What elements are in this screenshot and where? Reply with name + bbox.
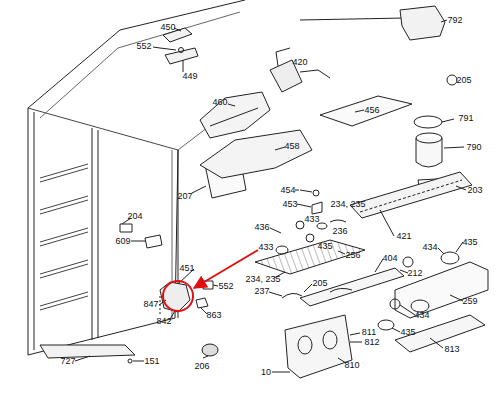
callout-number: 812 (363, 337, 380, 347)
callout-number: 203 (466, 185, 483, 195)
callout-number: 10 (260, 367, 272, 377)
callout-number: 792 (446, 15, 463, 25)
callout-number: 234, 235 (329, 199, 366, 209)
callout-number: 207 (176, 191, 193, 201)
callout-number: 451 (178, 263, 195, 273)
callout-number: 456 (363, 105, 380, 115)
callout-number: 237 (253, 286, 270, 296)
callout-number: 436 (253, 222, 270, 232)
callout-number: 236 (331, 226, 348, 236)
callout-number: 552 (217, 281, 234, 291)
callout-number: 790 (465, 142, 482, 152)
callout-number: 450 (159, 22, 176, 32)
callout-number: 454 (279, 185, 296, 195)
callout-number: 810 (343, 360, 360, 370)
callout-number: 863 (205, 310, 222, 320)
callout-number: 435 (399, 327, 416, 337)
callout-number: 404 (381, 253, 398, 263)
callout-number: 552 (135, 41, 152, 51)
callout-number: 791 (457, 113, 474, 123)
callout-number: 205 (455, 75, 472, 85)
callout-number: 813 (443, 344, 460, 354)
callout-number: 435 (461, 237, 478, 247)
callout-number: 434 (413, 310, 430, 320)
callout-number: 449 (181, 71, 198, 81)
callout-number: 842 (155, 316, 172, 326)
callout-number: 259 (461, 296, 478, 306)
callout-number: 151 (143, 356, 160, 366)
callout-number: 234, 235 (244, 274, 281, 284)
callout-number: 727 (59, 356, 76, 366)
callout-number: 609 (114, 236, 131, 246)
callout-number: 433 (257, 242, 274, 252)
callout-number: 433 (303, 214, 320, 224)
callout-number: 435 (316, 241, 333, 251)
callout-number: 434 (421, 242, 438, 252)
callout-number: 458 (283, 141, 300, 151)
callout-number: 421 (395, 231, 412, 241)
callout-number: 212 (406, 268, 423, 278)
callout-number: 206 (193, 361, 210, 371)
callout-number: 453 (281, 199, 298, 209)
callout-number: 460 (211, 97, 228, 107)
callout-number: 204 (126, 211, 143, 221)
callout-number: 205 (311, 278, 328, 288)
callout-number: 847 (142, 299, 159, 309)
callout-number: 256 (344, 250, 361, 260)
callout-number: 420 (291, 57, 308, 67)
callout-number: 811 (361, 327, 377, 337)
